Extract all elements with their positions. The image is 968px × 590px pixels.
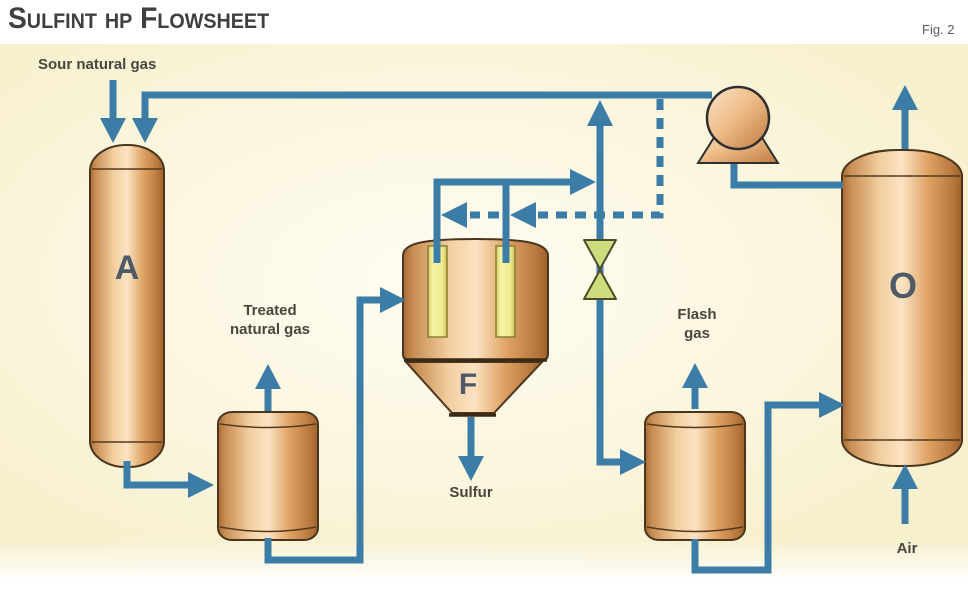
label-oxidizer-O: O bbox=[888, 265, 917, 306]
label-sulfur: Sulfur bbox=[449, 484, 493, 501]
arrow-into-flash-drum bbox=[620, 449, 646, 475]
arrow-riser-up bbox=[587, 100, 613, 126]
figure-number: Fig. 2 bbox=[922, 22, 955, 37]
label-filter-F: F bbox=[458, 368, 478, 401]
pipe-main-riser-and-flash-feed bbox=[596, 126, 620, 466]
filter-vessel bbox=[402, 237, 549, 417]
arrow-backwash-left-outer bbox=[441, 202, 467, 228]
flow-arrowheads bbox=[100, 85, 918, 498]
arrow-backwash-left-inner bbox=[510, 202, 536, 228]
label-sour-natural-gas: Sour natural gas bbox=[38, 56, 157, 73]
pipe-flash-to-oxidizer bbox=[691, 401, 819, 574]
arrow-oxidizer-vent-up bbox=[892, 85, 918, 110]
label-flash-gas: Flash gas bbox=[677, 306, 717, 342]
absorber-column bbox=[89, 144, 165, 468]
dashed-backwash-line bbox=[470, 99, 664, 219]
process-pipes bbox=[109, 80, 909, 574]
arrow-into-filter bbox=[380, 287, 406, 313]
pipe-pump-suction bbox=[730, 158, 843, 189]
arrow-sulfur-down bbox=[458, 456, 484, 481]
figure-background-fade bbox=[0, 540, 968, 590]
pipe-drum-to-filter bbox=[264, 296, 381, 564]
pipe-absorber-bottoms bbox=[123, 461, 188, 489]
arrow-recycle-down bbox=[132, 118, 158, 143]
label-absorber-A: A bbox=[114, 249, 140, 287]
arrow-into-oxidizer bbox=[819, 392, 845, 418]
control-valve-icon bbox=[583, 239, 617, 300]
arrow-treated-gas-up bbox=[255, 364, 281, 389]
pipe-recycle-to-absorber bbox=[141, 91, 712, 119]
oxidizer-column bbox=[841, 149, 963, 467]
flash-drum bbox=[644, 411, 746, 541]
pipe-filter-overhead bbox=[433, 178, 570, 263]
arrow-air-up bbox=[892, 464, 918, 489]
figure-title: Sulfint hp Flowsheet bbox=[8, 2, 270, 35]
label-treated-natural-gas: Treated natural gas bbox=[229, 302, 311, 338]
arrow-filter-overhead-right bbox=[570, 169, 596, 195]
pump-icon bbox=[696, 85, 780, 164]
arrow-into-drum bbox=[188, 472, 214, 498]
label-air: Air bbox=[896, 540, 918, 557]
arrow-flash-gas-up bbox=[682, 363, 708, 388]
arrow-sour-gas-down bbox=[100, 118, 126, 143]
treated-gas-drum bbox=[217, 411, 319, 541]
